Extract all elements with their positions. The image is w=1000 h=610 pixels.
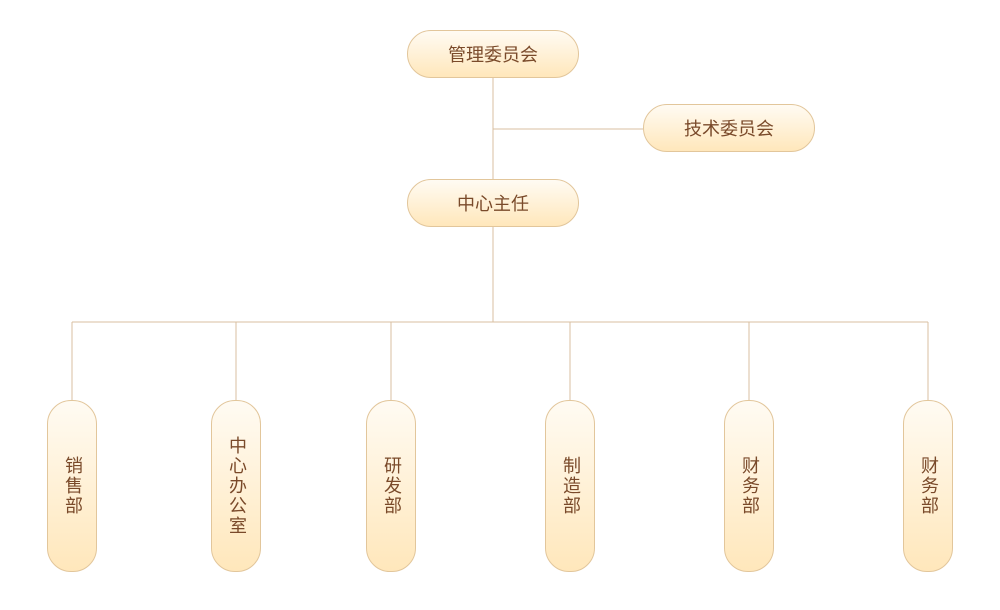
department-node-rnd: 研发部: [366, 400, 416, 572]
management-committee-node: 管理委员会: [407, 30, 579, 78]
department-label: 销售部: [62, 456, 83, 516]
department-label: 财务部: [918, 456, 939, 516]
department-node-finance-2: 财务部: [903, 400, 953, 572]
tech-committee-label: 技术委员会: [684, 119, 774, 140]
director-node: 中心主任: [407, 179, 579, 227]
director-label: 中心主任: [457, 194, 529, 215]
department-label: 中心办公室: [226, 436, 247, 536]
management-committee-label: 管理委员会: [448, 45, 538, 66]
department-label: 研发部: [381, 456, 402, 516]
department-node-sales: 销售部: [47, 400, 97, 572]
department-label: 制造部: [560, 456, 581, 516]
department-label: 财务部: [739, 456, 760, 516]
department-node-finance-1: 财务部: [724, 400, 774, 572]
department-node-manufacturing: 制造部: [545, 400, 595, 572]
department-node-office: 中心办公室: [211, 400, 261, 572]
tech-committee-node: 技术委员会: [643, 104, 815, 152]
